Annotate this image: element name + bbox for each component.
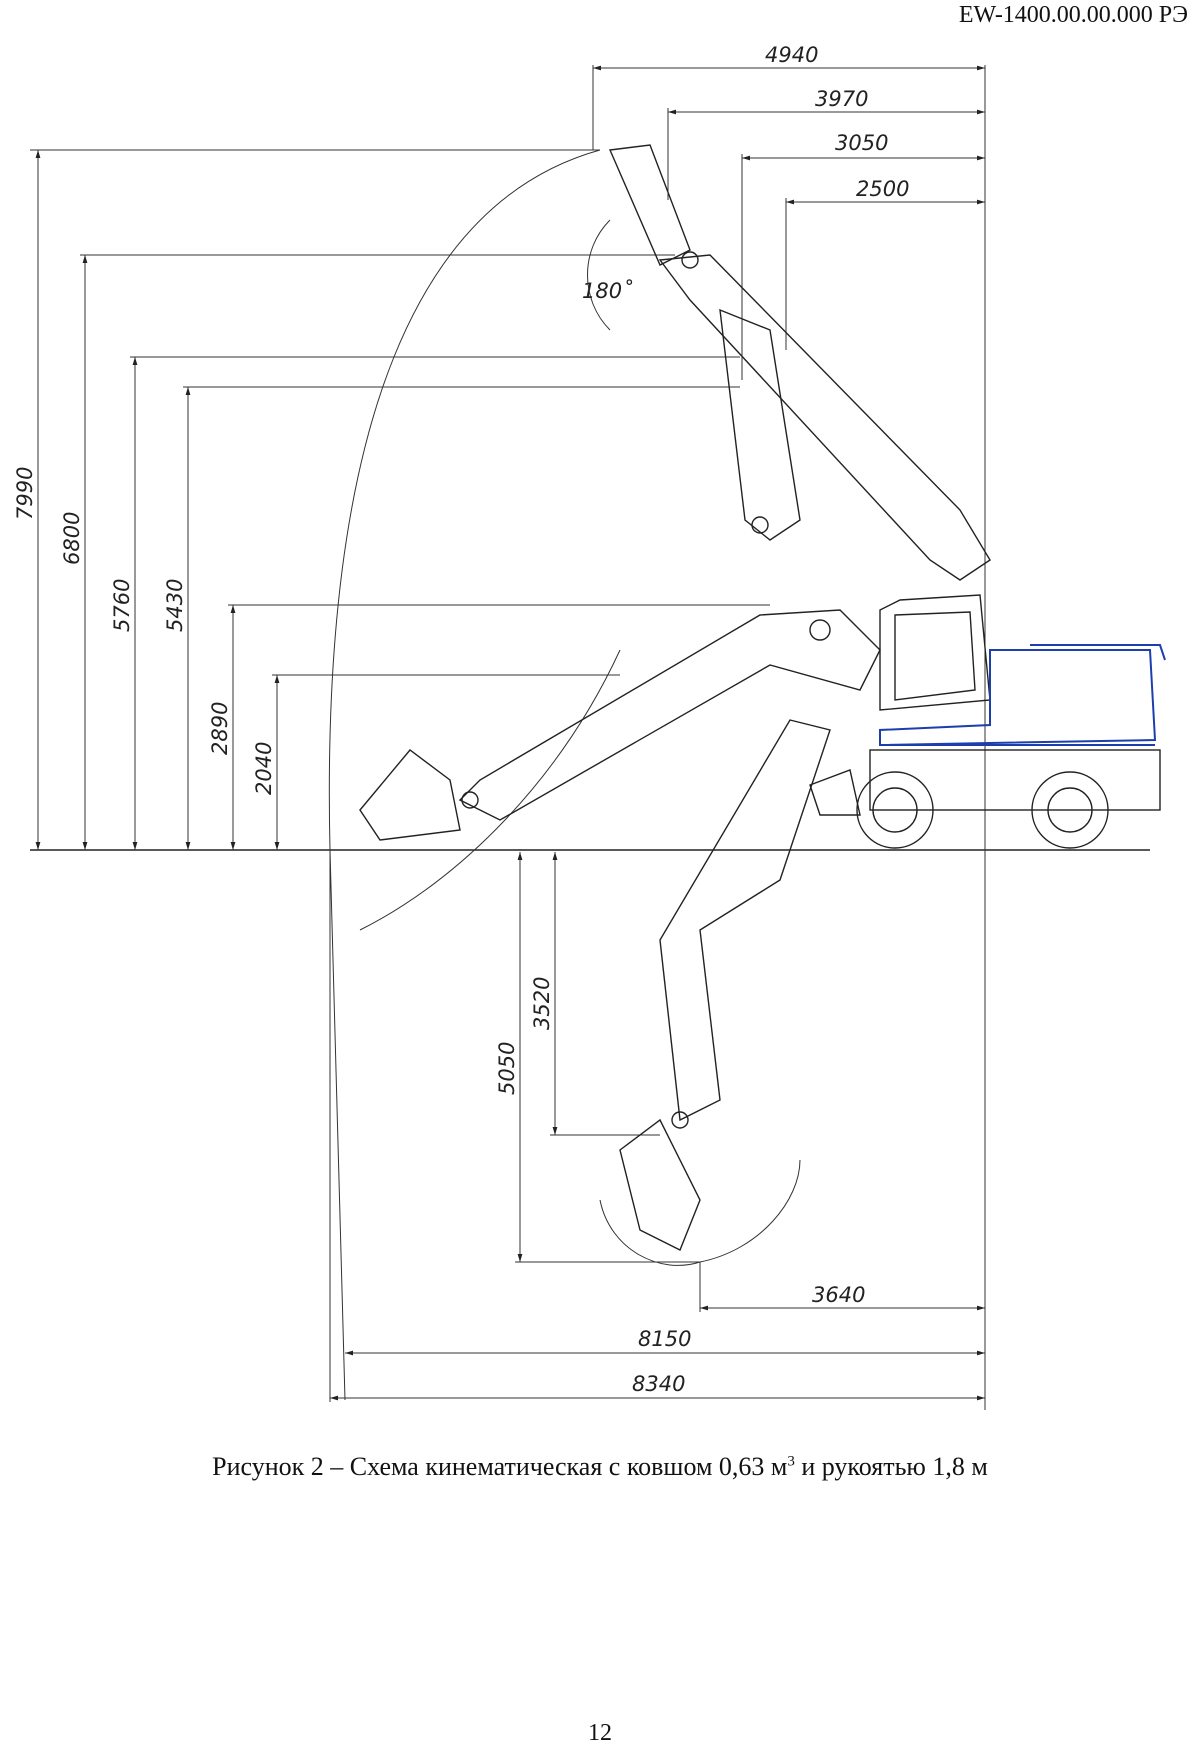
document-code: EW-1400.00.00.000 РЭ (958, 2, 1188, 28)
dig-arc (359, 649, 621, 931)
kinematic-diagram: 4940 3970 3050 2500 7990 6800 5760 5430 … (13, 43, 1166, 1410)
left-dimensions: 7990 6800 5760 5430 2890 2040 (13, 149, 770, 850)
dim-4940: 4940 (765, 43, 818, 67)
caption-text: Рисунок 2 – Схема кинематическая с ковшо… (212, 1452, 788, 1481)
dim-5760: 5760 (110, 579, 134, 632)
angle-arc (587, 219, 611, 331)
dim-5430: 5430 (163, 579, 187, 632)
boom-lowered (599, 719, 831, 1266)
dim-6800: 6800 (60, 512, 84, 565)
dim-3640: 3640 (812, 1283, 865, 1307)
dim-7990: 7990 (13, 467, 37, 520)
dim-5050: 5050 (495, 1042, 519, 1095)
depth-dimensions: 5050 3520 (495, 852, 700, 1263)
page-number: 12 (588, 1720, 612, 1746)
dim-2890: 2890 (208, 702, 232, 755)
caption-suffix: и рукоятью 1,8 м (794, 1452, 988, 1481)
figure-caption: Рисунок 2 – Схема кинематическая с ковшо… (0, 1452, 1200, 1482)
angle-label: 180˚ (582, 279, 633, 303)
caption-superscript: 3 (787, 1453, 795, 1470)
top-dimensions: 4940 3970 3050 2500 (592, 43, 985, 380)
rear-wheel (1031, 771, 1109, 849)
dim-2040: 2040 (252, 742, 276, 795)
bottom-dimensions: 3640 8150 8340 (329, 850, 985, 1402)
front-wheel (856, 771, 934, 849)
boom-raised (608, 144, 991, 581)
reach-arc (328, 149, 601, 1401)
dim-2500: 2500 (856, 177, 909, 201)
dim-8340: 8340 (632, 1372, 685, 1396)
dim-3970: 3970 (815, 87, 868, 111)
dim-8150: 8150 (638, 1327, 691, 1351)
dim-3050: 3050 (835, 131, 888, 155)
boom-horizontal (359, 609, 881, 841)
dim-3520: 3520 (530, 977, 554, 1030)
excavator-body (809, 594, 1166, 849)
